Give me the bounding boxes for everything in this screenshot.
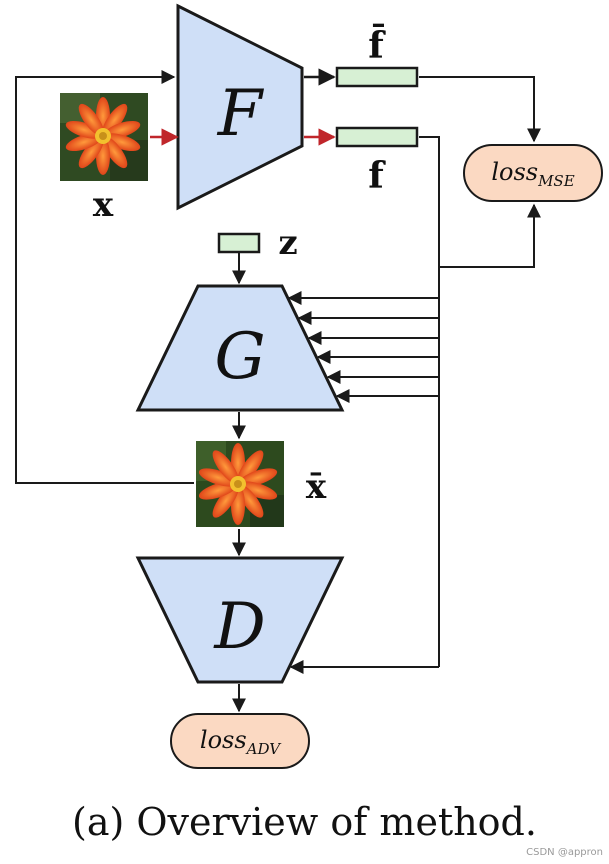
feature-label: f xyxy=(368,155,386,197)
loss-adv-label: lossADV xyxy=(200,726,282,758)
loss-adv-subscript: ADV xyxy=(245,740,283,758)
feature-bar-label: f̄ xyxy=(368,23,386,67)
reconstruction-feedback-arrow xyxy=(15,70,194,484)
loss-mse-box xyxy=(463,144,603,202)
noise-box xyxy=(217,232,261,254)
discriminator-label: D xyxy=(213,590,265,664)
discriminator-block xyxy=(135,556,345,684)
loss-mse-subscript: MSE xyxy=(537,172,575,190)
input-image xyxy=(60,93,148,181)
generator-feature-arrows xyxy=(287,291,439,403)
encoder-label: F xyxy=(217,77,265,151)
reconstructed-image-label: x̄ xyxy=(306,467,327,507)
figure-caption: (a) Overview of method. xyxy=(72,800,537,844)
feature-bar-box xyxy=(335,66,419,88)
noise-label: z xyxy=(278,223,297,263)
feature-to-loss-arrow xyxy=(439,203,541,268)
reconstructed-image xyxy=(196,441,284,527)
feature-trunk-line xyxy=(419,136,440,667)
loss-adv-box xyxy=(170,713,310,769)
loss-mse-label: lossMSE xyxy=(491,158,574,190)
generator-block xyxy=(135,284,345,412)
feature-box xyxy=(335,126,419,148)
watermark: CSDN @appron xyxy=(526,847,603,858)
feature-bar-to-loss-arrow xyxy=(419,76,541,143)
input-image-label: x xyxy=(93,185,114,225)
generator-label: G xyxy=(214,320,265,394)
